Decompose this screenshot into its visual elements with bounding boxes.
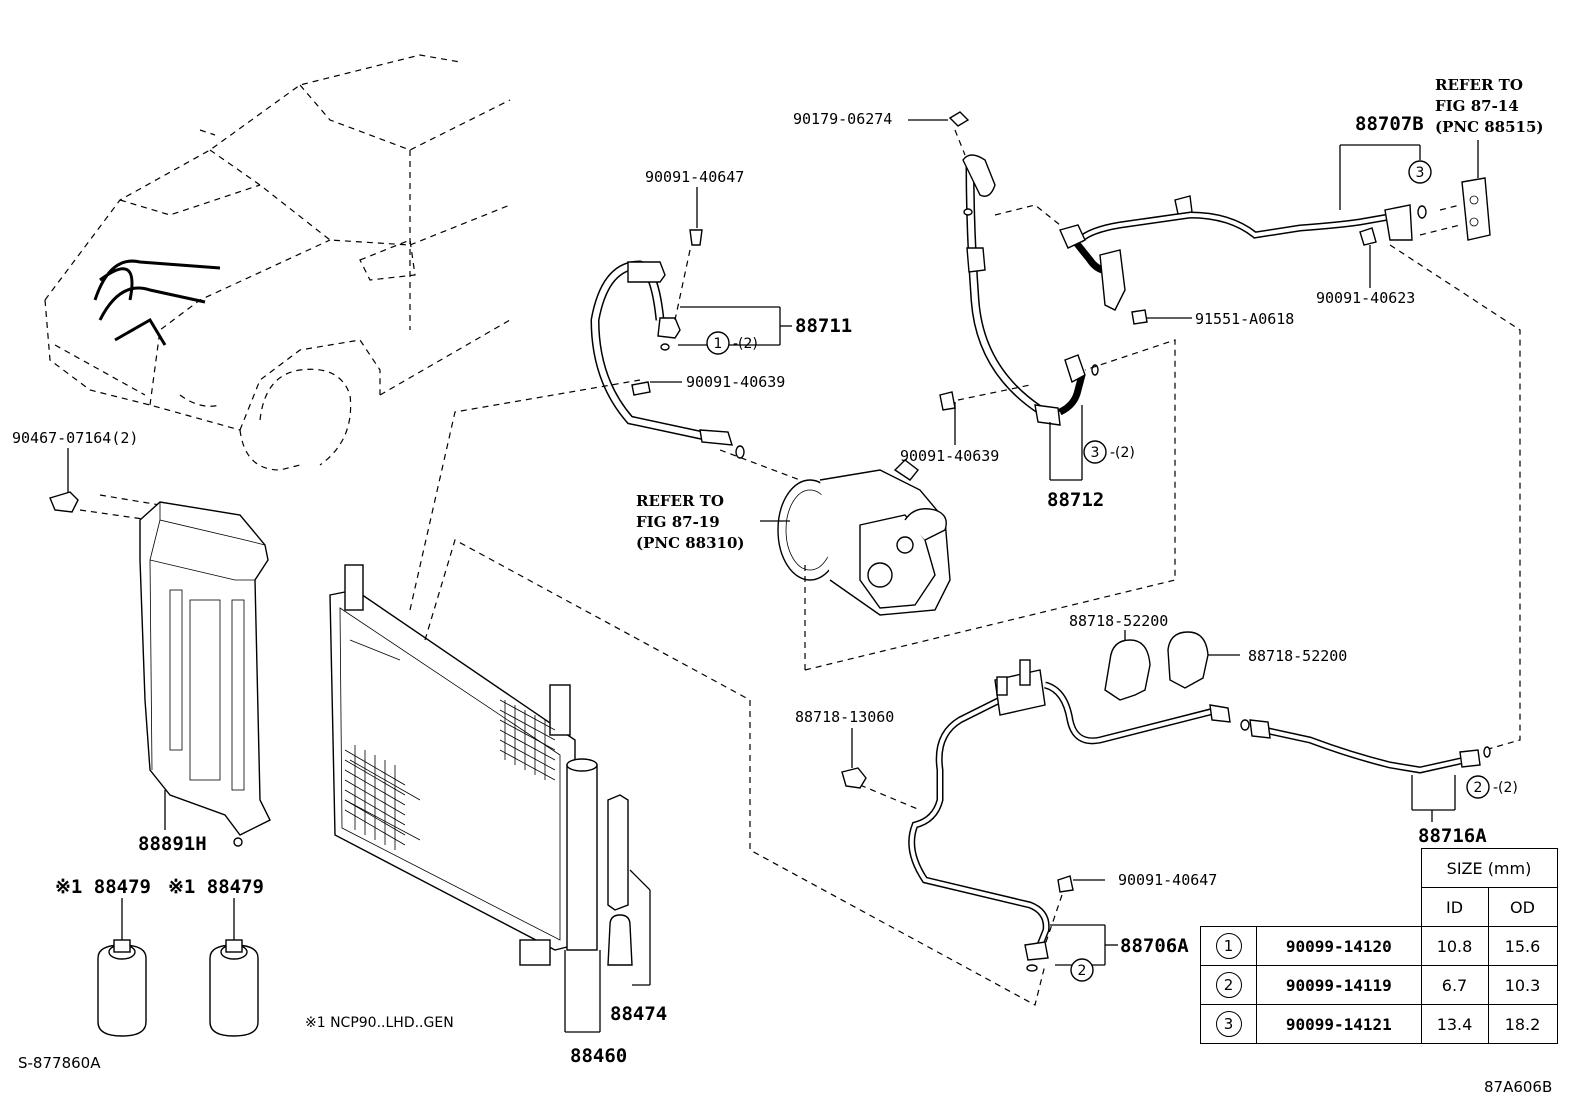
clamps-88718 [841,630,1240,789]
callout-88479-b: ※1 88479 [168,876,264,898]
liquid-tube-88707b [994,144,1461,325]
row-id: 10.8 [1420,926,1489,966]
callout-90091-40639-mid: 90091-40639 [900,447,999,465]
bracket-dash [859,784,921,811]
discharge-hose-88711 [590,187,792,459]
clip-90467 [49,448,161,521]
hose-to-condenser-dash [409,379,641,611]
row-mark: 2 [1215,972,1242,998]
refer-line: (PNC 88515) [1435,118,1544,136]
row-part-number: 90099-14120 [1256,926,1422,966]
tube-88706a [908,659,1118,972]
callout-88711: 88711 [795,315,852,337]
seal-mark-88706a: 2 [1070,958,1094,982]
row-od: 18.2 [1487,1004,1558,1044]
seal-mark-label: 2 [1078,963,1087,979]
callout-88718-52200-b: 88718-52200 [1248,647,1347,665]
oring-size-table: SIZE (mm) ID OD 1 90099-14120 10.8 15.6 … [1199,848,1558,1044]
row-od: 10.3 [1487,965,1558,1005]
refer-note-valve: REFER TO FIG 87-14 (PNC 88515) [1435,76,1544,136]
figure-code: 87A606B [1484,1078,1552,1096]
seal-mark-88707b: 3 [1408,160,1432,184]
callout-90091-40623: 90091-40623 [1316,289,1415,307]
callout-88711-seal-qty: -(2) [733,336,758,352]
suction-hose-88712 [908,111,1099,481]
callout-90179-06274: 90179-06274 [793,110,892,128]
seal-mark-88716a: 2 [1466,775,1490,799]
condenser-fin-grid [344,699,556,850]
callout-88706a: 88706A [1120,935,1189,957]
callout-88712-seal-qty: -(2) [1110,445,1135,461]
table-row: 2 90099-14119 6.7 10.3 [1199,965,1558,1005]
size-header: SIZE (mm) [1420,848,1558,888]
callout-90091-40647-top: 90091-40647 [645,168,744,186]
can-a [97,939,147,1037]
condenser-88460 [329,564,601,1033]
air-duct-88891h [139,501,271,847]
callout-88479-a: ※1 88479 [55,876,151,898]
seal-mark-label: 3 [1416,165,1425,181]
callout-88474: 88474 [610,1003,667,1025]
clamp-b [1167,631,1240,689]
receiver-tank [566,758,598,951]
refrigerant-cans [97,898,259,1037]
seal-mark-label: 2 [1474,780,1483,796]
compressor-dash-outline [804,339,1176,671]
row-part-number: 90099-14121 [1256,1004,1422,1044]
tube-88716a [1043,681,1491,822]
dryer-88474 [607,794,651,986]
valve-to-pipe-dash [1389,244,1521,751]
footnote-applicability: ※1 NCP90..LHD..GEN [305,1015,454,1031]
seal-mark-88712: 3 [1083,440,1107,464]
vehicle-outline [44,54,511,471]
expansion-valve [1461,140,1491,241]
callout-88716a: 88716A [1418,825,1487,847]
compressor [719,449,951,616]
callout-88707b: 88707B [1355,113,1424,135]
callout-88716a-seal-qty: -(2) [1493,780,1518,796]
refer-line: FIG 87-19 [636,513,720,531]
refer-line: FIG 87-14 [1435,97,1519,115]
callout-90091-40639-left: 90091-40639 [686,373,785,391]
row-mark: 3 [1215,1011,1242,1037]
table-row: 3 90099-14121 13.4 18.2 [1199,1004,1558,1044]
col-od-header: OD [1487,887,1558,927]
refer-line: (PNC 88310) [636,534,745,552]
callout-88460: 88460 [570,1045,627,1067]
row-od: 15.6 [1487,926,1558,966]
refer-line: REFER TO [1435,76,1523,94]
clamp-c [841,728,867,789]
refer-line: REFER TO [636,492,724,510]
seal-mark-88711: 1 [706,331,730,355]
callout-88718-52200-a: 88718-52200 [1069,612,1168,630]
callout-88891h: 88891H [138,833,207,855]
callout-90467-07164: 90467-07164(2) [12,429,138,447]
callout-88712: 88712 [1047,489,1104,511]
row-id: 6.7 [1420,965,1489,1005]
row-id: 13.4 [1420,1004,1489,1044]
can-b [209,939,259,1037]
refer-note-compressor: REFER TO FIG 87-19 (PNC 88310) [636,492,745,552]
seal-mark-label: 1 [714,336,723,352]
callout-91551-a0618: 91551-A0618 [1195,310,1294,328]
row-mark: 1 [1215,933,1242,959]
callout-88718-13060: 88718-13060 [795,708,894,726]
col-id-header: ID [1420,887,1489,927]
diagram-code: S-877860A [18,1054,101,1072]
seal-mark-label: 3 [1091,445,1100,461]
callout-90091-40647-bottom: 90091-40647 [1118,871,1217,889]
table-row: 1 90099-14120 10.8 15.6 [1199,926,1558,966]
clamp-a [1104,630,1151,701]
row-part-number: 90099-14119 [1256,965,1422,1005]
